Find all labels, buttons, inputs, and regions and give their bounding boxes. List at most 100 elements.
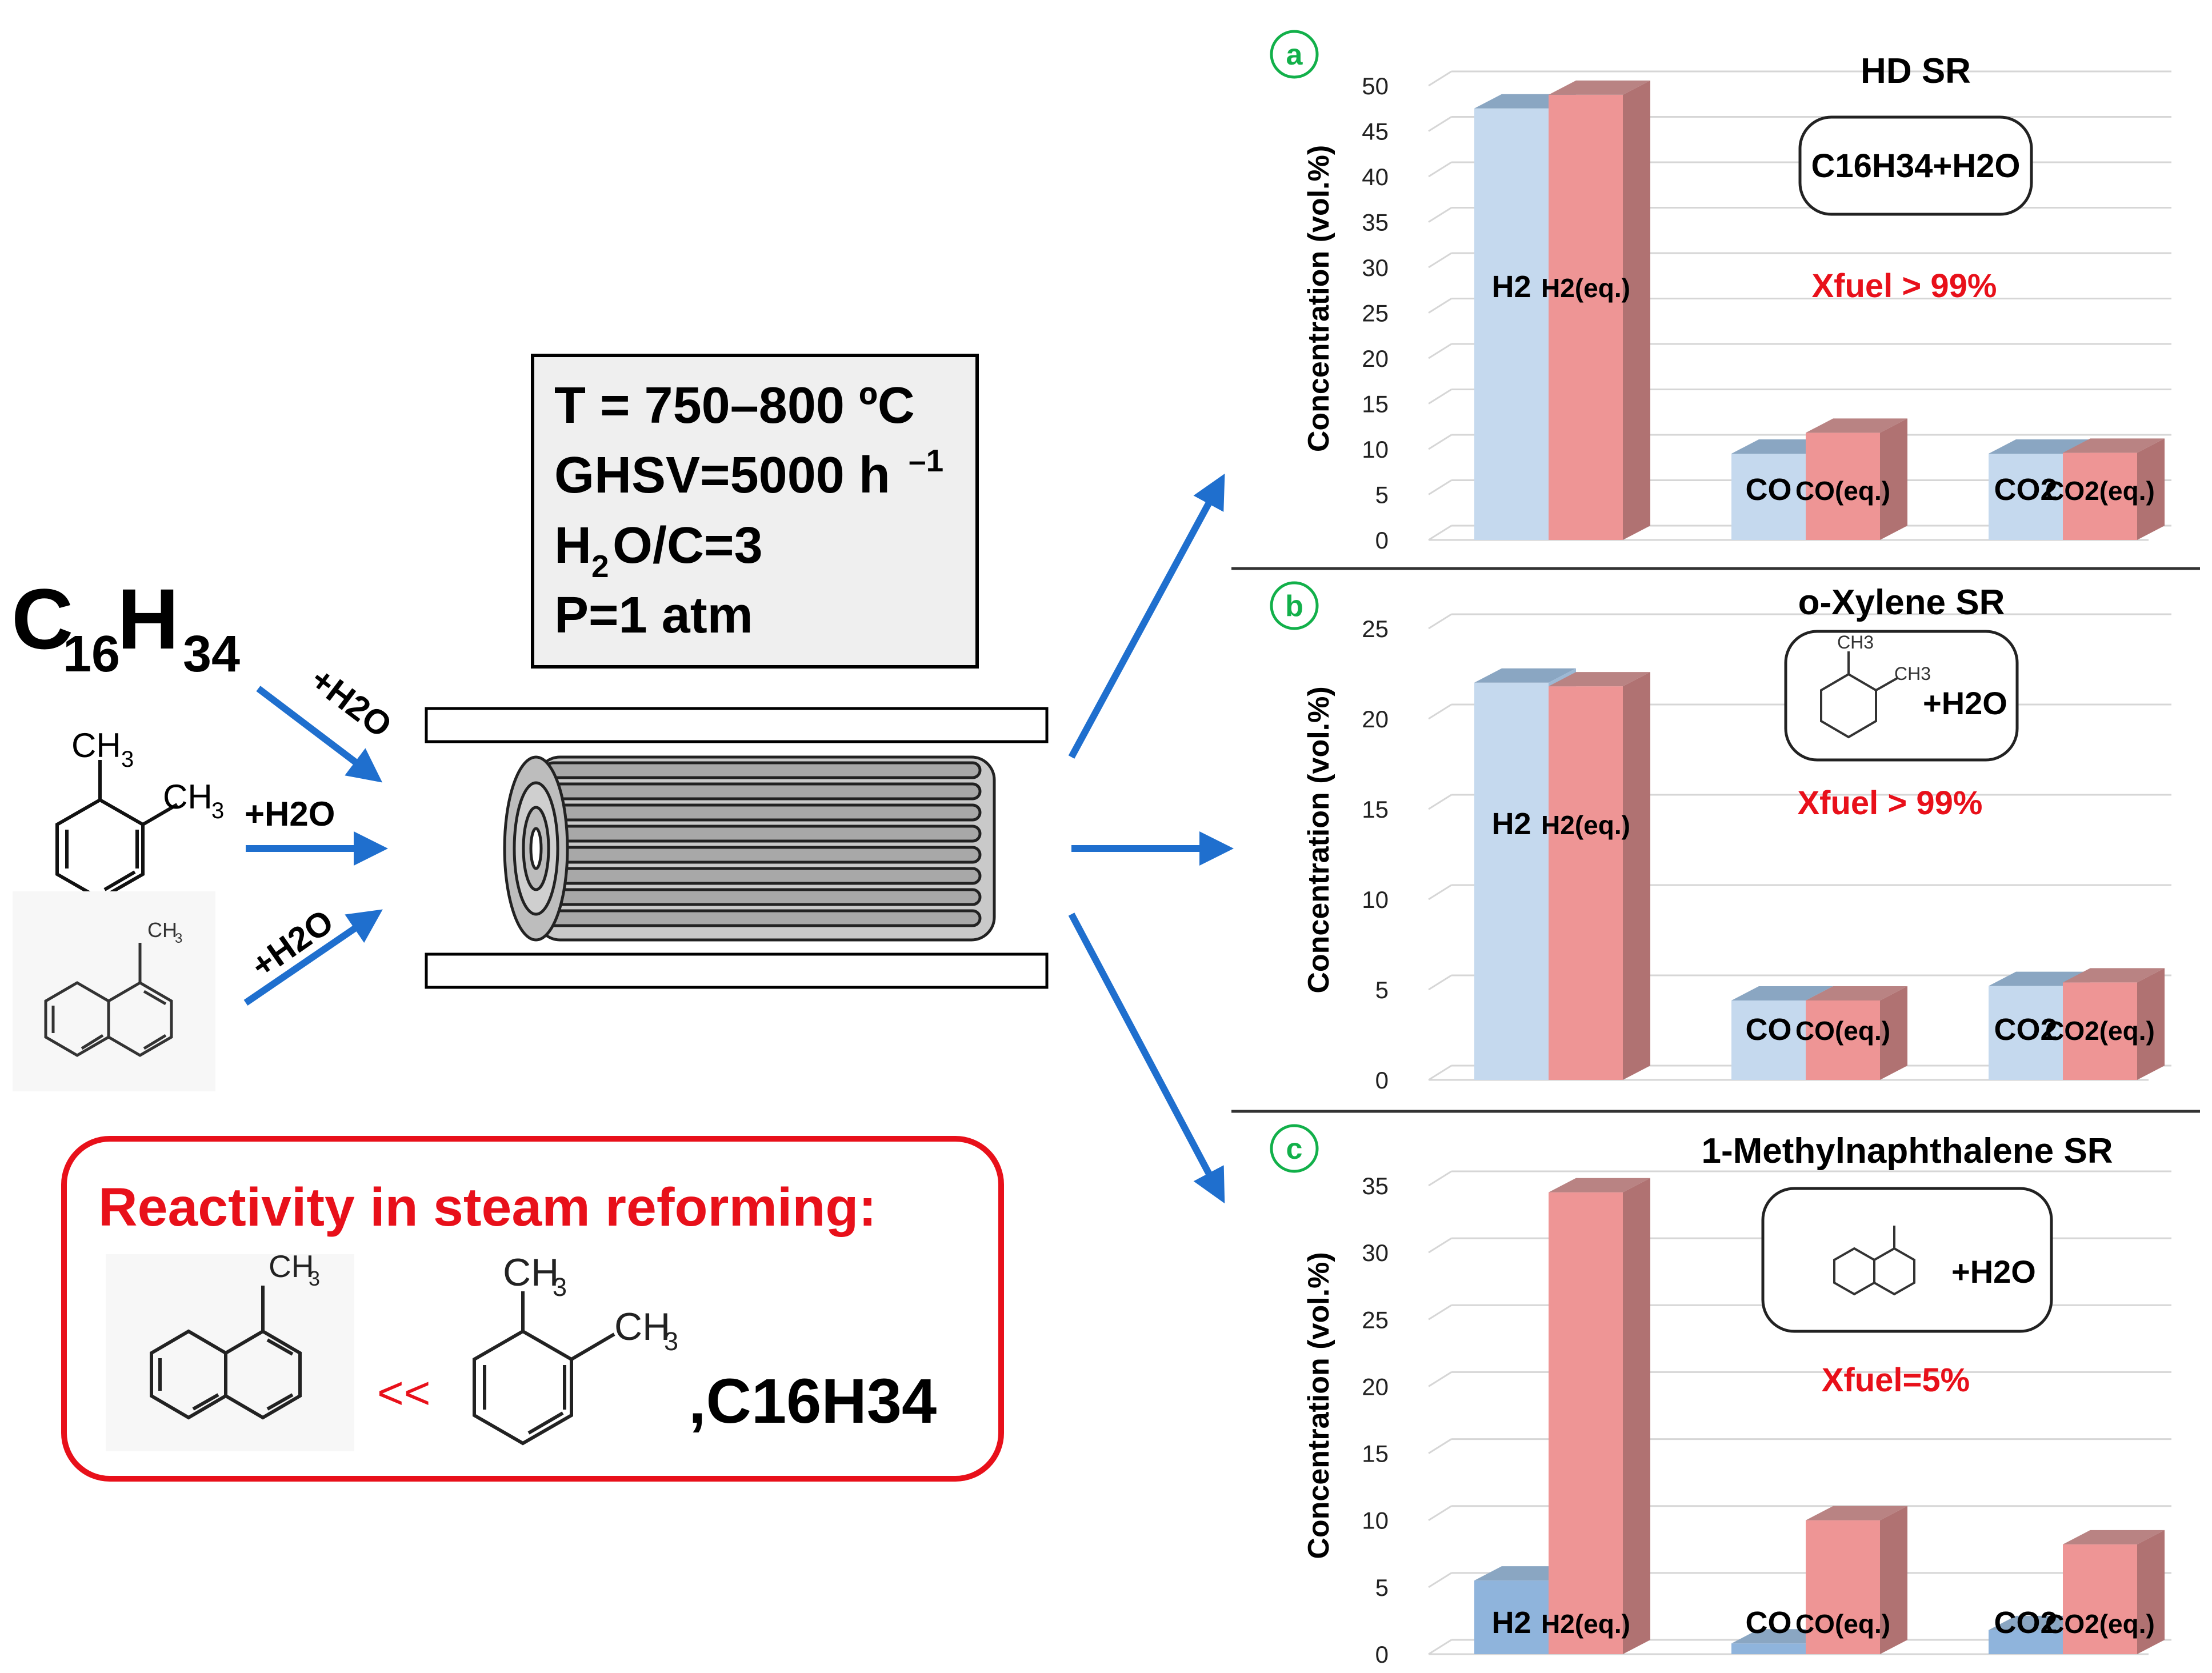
bar-top <box>1549 672 1650 687</box>
bar-side <box>1880 1506 1907 1654</box>
bar-front <box>1806 1000 1880 1080</box>
panel-letter-circle <box>1270 581 1319 630</box>
reaction-structure <box>1833 1226 1915 1296</box>
bar-label: CO(eq.) <box>1795 1016 1890 1046</box>
gridline-diag <box>1428 161 1452 178</box>
bar-label: H2 <box>1491 807 1531 841</box>
y-tick-label: 0 <box>1375 1067 1389 1094</box>
panel-letter-circle <box>1270 30 1319 79</box>
monolith-catalyst <box>503 755 996 942</box>
bar-top <box>2063 438 2165 453</box>
reaction-structure <box>1820 651 1898 739</box>
bar-label: CO <box>1746 1012 1792 1047</box>
gridline-diag <box>1428 703 1452 720</box>
conditions-box: T = 750–800 ºC GHSV=5000 h –1 H 2 O/C=3 … <box>531 354 979 669</box>
bar-label: CO2(eq.) <box>2045 476 2155 506</box>
svg-text:CH: CH <box>147 918 177 942</box>
gridline-diag <box>1428 1371 1452 1387</box>
formula-c: C <box>11 571 73 667</box>
condition-pressure: P=1 atm <box>554 587 753 644</box>
bar-side <box>1623 1178 1650 1654</box>
arrow-labels: +H2O +H2O +H2O <box>244 660 399 985</box>
gridline-diag <box>1428 525 1452 541</box>
y-tick-label: 15 <box>1362 391 1389 418</box>
bar-label: CO2 <box>1994 1606 2057 1640</box>
bar-side <box>1623 672 1650 1080</box>
chart-title: 1-Methylnaphthalene SR <box>1702 1131 2113 1171</box>
chart-title: o-Xylene SR <box>1798 583 2005 622</box>
reaction-text: C16H34+H2O <box>1811 147 2021 185</box>
bar-side <box>1623 80 1650 540</box>
y-axis-label: Concentration (vol.%) <box>1302 686 1335 993</box>
bar-front <box>2063 1544 2137 1654</box>
svg-text:3: 3 <box>553 1272 567 1302</box>
gridline-diag <box>1428 1505 1452 1521</box>
bar-h2-eq: H2(eq.) <box>1541 672 1650 1080</box>
arrow-hexadecane <box>256 686 383 783</box>
bar-front <box>2063 453 2137 540</box>
bar-side <box>1880 418 1907 540</box>
bar-label: H2 <box>1491 270 1531 304</box>
bar-co2-eq: CO2(eq.) <box>2045 438 2165 540</box>
bar-front <box>2063 982 2137 1080</box>
bar-h2-eq: H2(eq.) <box>1541 80 1650 540</box>
gridline-diag <box>1428 116 1452 132</box>
bar-side <box>2137 1530 2165 1654</box>
bar-label: H2(eq.) <box>1541 273 1630 303</box>
gridline-diag <box>1428 884 1452 900</box>
condition-ratio-h: H <box>554 517 591 574</box>
gridline-diag <box>1428 479 1452 495</box>
bar-label: H2(eq.) <box>1541 1609 1630 1639</box>
panel-letter-circle <box>1270 1124 1319 1173</box>
bar-top <box>1806 418 1907 433</box>
reactor-top-wall <box>425 707 1049 743</box>
panel-letter: b <box>1285 590 1303 623</box>
arrow-to-panel-c <box>1068 912 1225 1204</box>
y-tick-label: 0 <box>1375 1641 1389 1668</box>
arrow-to-panel-a <box>1068 473 1225 759</box>
bar-front <box>1474 1580 1549 1654</box>
y-tick-label: 30 <box>1362 254 1389 281</box>
gridline-diag <box>1428 1572 1452 1588</box>
y-tick-label: 10 <box>1362 1507 1389 1534</box>
gridline-diag <box>1428 1237 1452 1254</box>
bar-top <box>1806 1506 1907 1520</box>
panel-letter: c <box>1286 1132 1303 1166</box>
gridline-diag <box>1428 1170 1452 1187</box>
y-tick-label: 0 <box>1375 527 1389 554</box>
condition-ghsv: GHSV=5000 h <box>554 447 890 504</box>
bar-front <box>1989 1630 2063 1654</box>
reaction-box <box>1784 630 2019 762</box>
bar-front <box>1806 1520 1880 1654</box>
bar-top <box>2063 1530 2165 1544</box>
bar-label: H2(eq.) <box>1541 810 1630 840</box>
svg-text:3: 3 <box>211 798 224 823</box>
input-arrows <box>243 686 388 1006</box>
y-tick-label: 25 <box>1362 300 1389 327</box>
bar-front <box>1989 453 2063 540</box>
bar-side <box>2137 968 2165 1080</box>
reaction-box <box>1798 115 2033 216</box>
gridline-diag <box>1428 613 1452 630</box>
gridline-diag <box>1428 252 1452 269</box>
panel-separators <box>1231 567 2200 1113</box>
bar-label: CO(eq.) <box>1795 1609 1890 1639</box>
reactivity-less-than: << <box>377 1367 430 1418</box>
gridline-diag <box>1428 1064 1452 1081</box>
bar-label: CO <box>1746 473 1792 507</box>
o-xylene-structure: CH 3 CH 3 <box>55 726 224 901</box>
bar-front <box>1731 453 1806 540</box>
bar-front <box>1806 433 1880 540</box>
methyl-label: CH3 <box>1837 632 1874 653</box>
y-tick-label: 10 <box>1362 436 1389 463</box>
gridline-diag <box>1428 794 1452 810</box>
y-tick-label: 20 <box>1362 345 1389 372</box>
y-tick-label: 20 <box>1362 706 1389 733</box>
output-arrows <box>1068 473 1234 1204</box>
methylnaphthalene-structure: CH 3 <box>13 891 215 1091</box>
svg-text:CH: CH <box>71 726 121 765</box>
y-tick-label: 5 <box>1375 976 1389 1003</box>
bar-top <box>1474 668 1576 683</box>
svg-text:CH: CH <box>269 1248 314 1284</box>
